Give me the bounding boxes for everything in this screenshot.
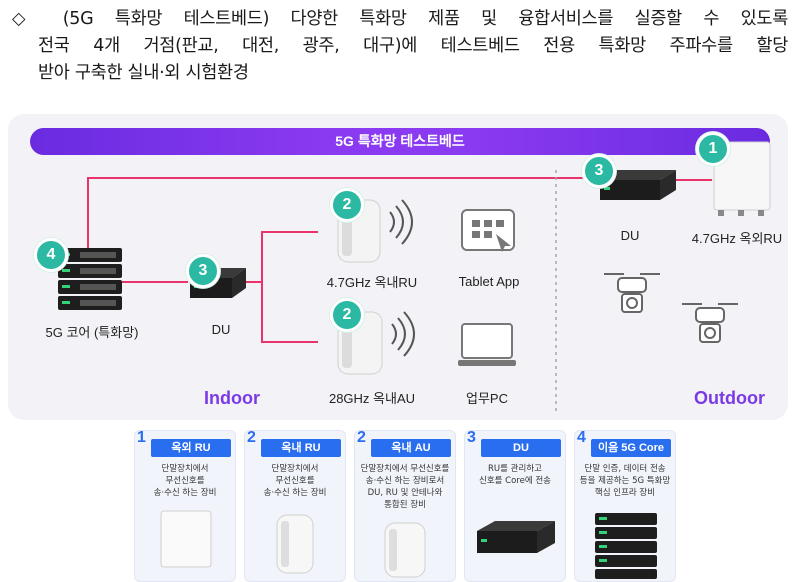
card-description: 단말장치에서 무선신호를 송·수신 하는 장비 xyxy=(153,464,217,498)
drone-icon xyxy=(604,273,660,313)
indoor-zone-label: Indoor xyxy=(204,388,260,408)
card-description: 단말장치에서 무선신호를 송·수신 하는 장비로서 DU, RU 및 안테나와 … xyxy=(360,464,450,510)
indoor-au-icon xyxy=(384,522,426,578)
card-title: DU xyxy=(481,439,561,457)
du-icon xyxy=(477,521,555,553)
core-badge: 4 xyxy=(34,238,68,272)
card-number: 2 xyxy=(357,430,366,446)
outdoor-ru-icon xyxy=(713,141,771,216)
card-title: 이음 5G Core xyxy=(591,439,671,457)
testbed-banner: 5G 특화망 테스트베드 xyxy=(30,128,770,155)
card-number: 3 xyxy=(467,430,476,446)
equipment-card: 1 옥외 RU 단말장치에서 무선신호를 송·수신 하는 장비 xyxy=(134,430,236,582)
ru-indoor-badge: 2 xyxy=(330,188,364,222)
drone-icon xyxy=(682,303,738,343)
tablet-icon xyxy=(461,209,515,252)
du-outdoor-badge: 3 xyxy=(582,154,616,188)
pc-label: 업무PC xyxy=(466,391,508,406)
core-label: 5G 코어 (특화망) xyxy=(45,325,139,340)
indoor-ru-icon xyxy=(276,514,314,574)
card-title: 옥내 AU xyxy=(371,439,451,457)
intro-line-3: 받아 구축한 실내·외 시험환경 xyxy=(38,63,249,83)
du-outdoor-label: DU xyxy=(620,228,640,243)
connection-lines xyxy=(87,177,712,343)
server-icon xyxy=(595,513,657,579)
ru-outdoor-badge: 1 xyxy=(696,132,730,166)
outdoor-ru-icon xyxy=(160,510,212,568)
pc-icon xyxy=(458,323,516,366)
outdoor-zone-label: Outdoor xyxy=(694,388,765,408)
equipment-card: 4 이음 5G Core 단말 인증, 데이터 전송 등을 제공하는 5G 특화… xyxy=(574,430,676,582)
card-description: RU를 관리하고 신호를 Core에 전송 xyxy=(479,464,551,486)
equipment-card: 3 DU RU를 관리하고 신호를 Core에 전송 xyxy=(464,430,566,582)
bullet-icon: ◇ xyxy=(12,9,42,29)
intro-line-1: ◇ (5G 특화망 테스트베드) 다양한 특화망 제품 및 융합서비스를 실증할… xyxy=(12,9,788,29)
ru-outdoor-label: 4.7GHz 옥외RU xyxy=(691,231,783,246)
equipment-card: 2 옥내 AU 단말장치에서 무선신호를 송·수신 하는 장비로서 DU, RU… xyxy=(354,430,456,582)
du-indoor-badge: 3 xyxy=(186,254,220,288)
au-indoor-badge: 2 xyxy=(330,298,364,332)
card-title: 옥내 RU xyxy=(261,439,341,457)
du-outdoor-icon xyxy=(600,170,676,200)
intro-line-2: 전국 4개 거점(판교, 대전, 광주, 대구)에 테스트베드 전용 특화망 주… xyxy=(38,36,788,56)
tablet-label: Tablet App xyxy=(458,274,520,289)
card-description: 단말 인증, 데이터 전송 등을 제공하는 5G 특화망 핵심 인프라 장비 xyxy=(579,464,671,498)
intro-text: ◇ (5G 특화망 테스트베드) 다양한 특화망 제품 및 융합서비스를 실증할… xyxy=(12,6,788,87)
ru-indoor-label: 4.7GHz 옥내RU xyxy=(326,275,418,290)
equipment-card: 2 옥내 RU 단말장치에서 무선신호를 송·수신 하는 장비 xyxy=(244,430,346,582)
diagram-panel xyxy=(8,114,788,420)
card-title: 옥외 RU xyxy=(151,439,231,457)
card-description: 단말장치에서 무선신호를 송·수신 하는 장비 xyxy=(263,464,327,498)
card-number: 2 xyxy=(247,430,256,446)
card-number: 1 xyxy=(137,430,146,446)
server-icon xyxy=(58,248,122,310)
au-indoor-label: 28GHz 옥내AU xyxy=(328,391,416,406)
card-number: 4 xyxy=(577,430,586,446)
du-indoor-label: DU xyxy=(211,322,231,337)
